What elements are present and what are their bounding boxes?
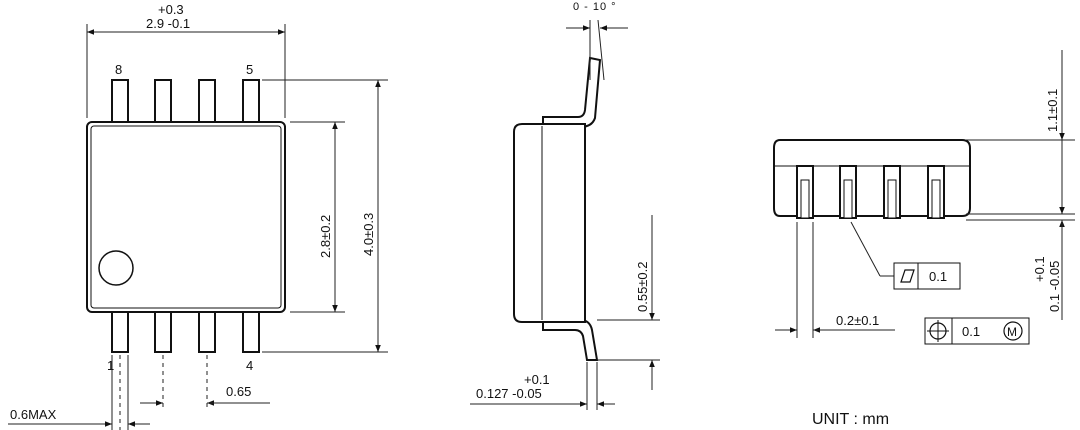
pin-number-1: 1 <box>107 358 114 373</box>
gap-tolerance: +0.1 <box>1032 256 1047 282</box>
position-callout: 0.1 M <box>924 317 1030 345</box>
flatness-value: 0.1 <box>929 269 947 284</box>
thickness-nominal: 0.127 -0.05 <box>476 386 542 401</box>
mmc-modifier-icon <box>1003 321 1023 341</box>
pin-number-4: 4 <box>246 358 253 373</box>
height-dim: 1.1±0.1 <box>1045 89 1060 132</box>
lead-3 <box>198 311 216 353</box>
flatness-icon <box>900 269 915 283</box>
lead-width-dim: 0.6MAX <box>10 407 57 422</box>
lead-pitch-dim: 0.2±0.1 <box>836 313 879 328</box>
thickness-tolerance: +0.1 <box>524 372 550 387</box>
lead-2 <box>154 311 172 353</box>
side-view: 0 - 10 ° 0.55±0.2 +0.1 0.127 -0.05 <box>470 1 660 410</box>
top-view: +0.3 2.9 -0.1 8 5 1 4 2.8±0.2 4.0±0.3 0.… <box>8 2 388 430</box>
pin1-marker <box>98 250 134 286</box>
pin-number-5: 5 <box>246 62 253 77</box>
lead-5 <box>242 79 260 125</box>
gap-nominal: 0.1 -0.05 <box>1047 261 1062 312</box>
flatness-callout: 0.1 <box>893 262 961 290</box>
lead-4 <box>242 311 260 353</box>
position-value: 0.1 <box>962 324 980 339</box>
end-view: 1.1±0.1 +0.1 0.1 -0.05 0.2±0.1 0.1 <box>773 50 1075 428</box>
lead-7 <box>154 79 172 125</box>
body-height-dim: 2.8±0.2 <box>318 215 333 258</box>
side-body <box>513 123 586 323</box>
mmc-modifier: M <box>1007 325 1017 339</box>
width-nominal: 2.9 -0.1 <box>146 16 190 31</box>
angle-dim: 0 - 10 ° <box>573 1 617 13</box>
unit-label: UNIT : mm <box>812 411 889 428</box>
pin-number-8: 8 <box>115 62 122 77</box>
lead-8 <box>111 79 129 125</box>
standoff-dim: 0.55±0.2 <box>635 261 650 312</box>
lead-6 <box>198 79 216 125</box>
lead-1 <box>111 311 129 353</box>
width-tolerance: +0.3 <box>158 2 184 17</box>
pitch-dim: 0.65 <box>226 384 251 399</box>
end-body <box>773 139 971 217</box>
total-height-dim: 4.0±0.3 <box>361 213 376 256</box>
package-body <box>86 121 286 313</box>
